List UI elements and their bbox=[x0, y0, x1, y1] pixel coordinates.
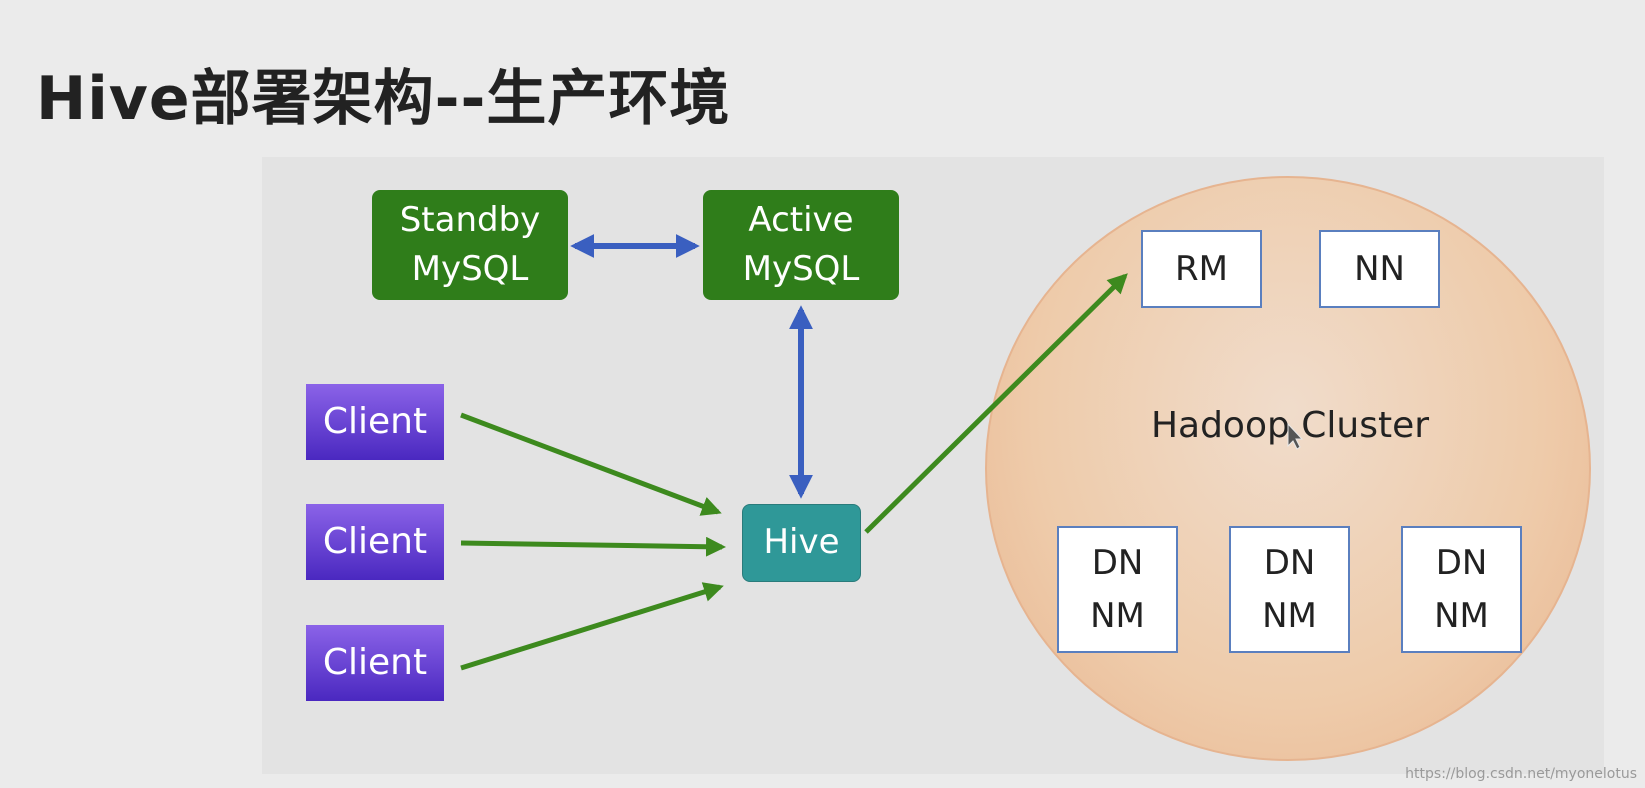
standby-mysql-node: Standby MySQL bbox=[372, 190, 568, 300]
worker-node-2: DN NM bbox=[1229, 526, 1350, 653]
worker-node-3: DN NM bbox=[1401, 526, 1522, 653]
nn-node: NN bbox=[1319, 230, 1440, 308]
client-node-2: Client bbox=[306, 504, 444, 580]
hive-node: Hive bbox=[742, 504, 861, 582]
client3-hive-arrow bbox=[460, 582, 724, 671]
standby-mysql-line2: MySQL bbox=[411, 249, 529, 289]
hadoop-cluster-circle bbox=[985, 176, 1591, 761]
worker-node-1: DN NM bbox=[1057, 526, 1178, 653]
mouse-cursor-icon bbox=[1287, 422, 1304, 450]
worker-2-nm: NM bbox=[1262, 595, 1317, 636]
worker-2-dn: DN bbox=[1263, 542, 1316, 583]
worker-1-dn: DN bbox=[1091, 542, 1144, 583]
hive-cluster-arrow bbox=[864, 273, 1128, 534]
client-node-3: Client bbox=[306, 625, 444, 701]
standby-mysql-line1: Standby bbox=[399, 199, 541, 240]
rm-label: RM bbox=[1175, 248, 1228, 289]
worker-3-nm: NM bbox=[1434, 595, 1489, 636]
page-title: Hive部署架构--生产环境 bbox=[36, 64, 731, 134]
active-mysql-line2: MySQL bbox=[742, 249, 860, 289]
worker-1-nm: NM bbox=[1090, 595, 1145, 636]
client1-hive-arrow bbox=[460, 412, 722, 516]
watermark: https://blog.csdn.net/myonelotus bbox=[1405, 766, 1637, 782]
client-label-3: Client bbox=[322, 641, 428, 683]
rm-node: RM bbox=[1141, 230, 1262, 308]
active-mysql-line1: Active bbox=[748, 199, 854, 240]
hive-label: Hive bbox=[763, 522, 840, 563]
client2-hive-arrow bbox=[460, 536, 726, 557]
client-node-1: Client bbox=[306, 384, 444, 460]
nn-label: NN bbox=[1354, 248, 1405, 289]
active-mysql-node: Active MySQL bbox=[703, 190, 899, 300]
client-label-2: Client bbox=[322, 520, 428, 562]
worker-3-dn: DN bbox=[1435, 542, 1488, 583]
client-label-1: Client bbox=[322, 400, 428, 442]
